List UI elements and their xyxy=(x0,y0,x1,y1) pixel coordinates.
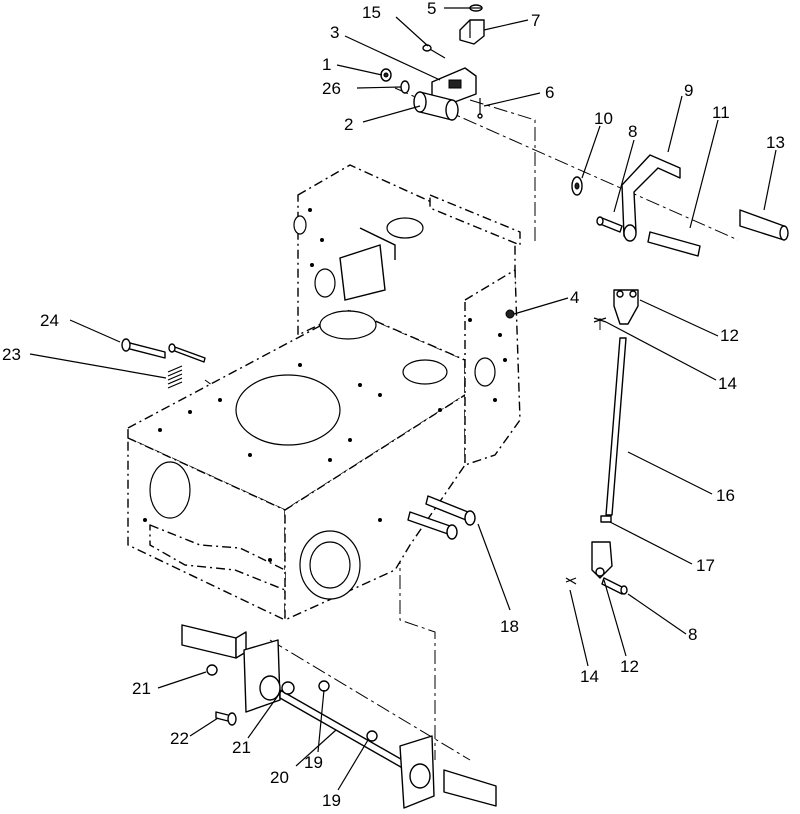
part-lever-arm xyxy=(621,154,681,242)
part-brake-bracket-left xyxy=(243,639,281,713)
callout-10: 10 xyxy=(594,109,613,128)
callout-16: 16 xyxy=(716,486,735,505)
callout-13: 13 xyxy=(766,133,785,152)
callout-14: 14 xyxy=(718,374,737,393)
part-cotter-upper xyxy=(593,317,607,323)
part-clevis-pin-lower xyxy=(601,577,628,595)
part-bushing-19 xyxy=(318,680,378,742)
part-lever-shaft xyxy=(647,231,701,257)
callout-12b: 12 xyxy=(620,657,639,676)
part-handle-grip xyxy=(739,209,789,241)
part-cross-shaft xyxy=(279,689,421,779)
callout-4: 4 xyxy=(570,288,579,307)
callout-21: 21 xyxy=(132,679,151,698)
callout-24: 24 xyxy=(40,311,59,330)
part-shoulder-bolt xyxy=(121,338,206,363)
callout-7: 7 xyxy=(531,11,540,30)
part-brake-bracket-right xyxy=(399,735,435,809)
callout-18: 18 xyxy=(500,617,519,636)
callout-23: 23 xyxy=(2,345,21,364)
part-washer-10 xyxy=(571,176,583,196)
callout-labels: 5 15 7 3 1 26 2 6 9 11 10 8 13 4 24 12 2… xyxy=(2,0,785,810)
callout-15: 15 xyxy=(362,3,381,22)
callout-leader-lines xyxy=(29,7,777,791)
part-bushing-21 xyxy=(206,664,295,695)
callout-11: 11 xyxy=(712,103,730,122)
callout-1: 1 xyxy=(322,55,331,74)
part-brake-pad-right xyxy=(443,769,497,807)
part-jam-nut xyxy=(600,515,612,523)
frame-openings xyxy=(149,215,496,600)
callout-19b: 19 xyxy=(322,791,341,810)
callout-17: 17 xyxy=(696,556,715,575)
part-clevis-lower xyxy=(591,541,613,579)
callout-21b: 21 xyxy=(232,738,251,757)
callout-8: 8 xyxy=(628,122,637,141)
callout-8b: 8 xyxy=(688,625,697,644)
part-upper-bracket xyxy=(459,19,485,45)
callout-19: 19 xyxy=(304,753,323,772)
callout-9: 9 xyxy=(684,81,693,100)
part-clevis-upper xyxy=(613,289,639,325)
part-cotter-pin-top xyxy=(469,4,483,12)
callout-6: 6 xyxy=(545,83,554,102)
part-rod xyxy=(605,337,627,516)
callout-12: 12 xyxy=(720,326,739,345)
frame-rivet-holes xyxy=(143,208,507,562)
part-bolt-15 xyxy=(422,44,446,59)
part-clevis-pin-upper xyxy=(596,216,623,233)
part-bolt-22 xyxy=(215,711,237,726)
callout-22: 22 xyxy=(170,729,189,748)
callout-20: 20 xyxy=(270,768,289,787)
part-cotter-lower xyxy=(565,577,577,585)
callout-5: 5 xyxy=(427,0,436,18)
part-brake-pad-left xyxy=(181,624,247,659)
part-bolts-18 xyxy=(407,495,476,540)
part-nut-4 xyxy=(505,309,515,319)
callout-26: 26 xyxy=(322,79,341,98)
callout-14b: 14 xyxy=(580,667,599,686)
part-spring xyxy=(167,365,183,389)
part-pin-6 xyxy=(477,98,483,119)
callout-2: 2 xyxy=(344,115,353,134)
callout-3: 3 xyxy=(330,23,339,42)
part-washer-26 xyxy=(400,80,410,94)
part-bushing-1 xyxy=(380,68,392,82)
